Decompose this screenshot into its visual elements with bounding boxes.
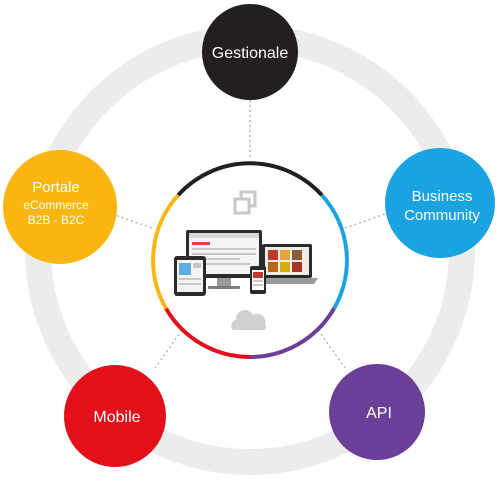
center-ring-segment-yellow (151, 193, 180, 310)
node-api-circle (329, 364, 425, 460)
cloud-icon (231, 310, 267, 330)
node-gestionale[interactable]: Gestionale (202, 4, 298, 100)
node-gestionale-circle (202, 4, 298, 100)
center-ring-segment-blue (320, 193, 349, 310)
node-api[interactable]: API (329, 364, 425, 460)
connector-portale (111, 213, 153, 229)
node-portale-title: Portale (32, 179, 80, 196)
node-portale-circle (3, 150, 117, 264)
node-mobile-circle (64, 365, 166, 467)
node-gestionale-label: Gestionale (212, 45, 289, 62)
connector-business (344, 213, 386, 229)
node-portale-line2: B2B - B2C (28, 213, 85, 227)
node-business-label-line1: Business (412, 188, 473, 205)
node-business-community[interactable]: Business Community (385, 148, 495, 258)
node-portale-line1: eCommerce (23, 198, 89, 212)
node-business-circle (385, 148, 495, 258)
center-ring-segment-red (164, 307, 251, 359)
connectors (111, 100, 386, 369)
center-ring-segment-dark (176, 161, 324, 197)
node-api-label: API (366, 405, 392, 422)
node-portale[interactable]: Portale eCommerce B2B - B2C (3, 150, 117, 264)
node-mobile[interactable]: Mobile (64, 365, 166, 467)
devices-icon (174, 230, 318, 296)
center-ring-segment-purple (249, 307, 336, 359)
center-ring (151, 161, 349, 359)
windows-copy-icon (233, 190, 257, 215)
connector-api (317, 329, 346, 369)
connector-mobile (154, 329, 183, 369)
node-business-label-line2: Community (404, 207, 480, 224)
node-mobile-label: Mobile (93, 409, 140, 426)
